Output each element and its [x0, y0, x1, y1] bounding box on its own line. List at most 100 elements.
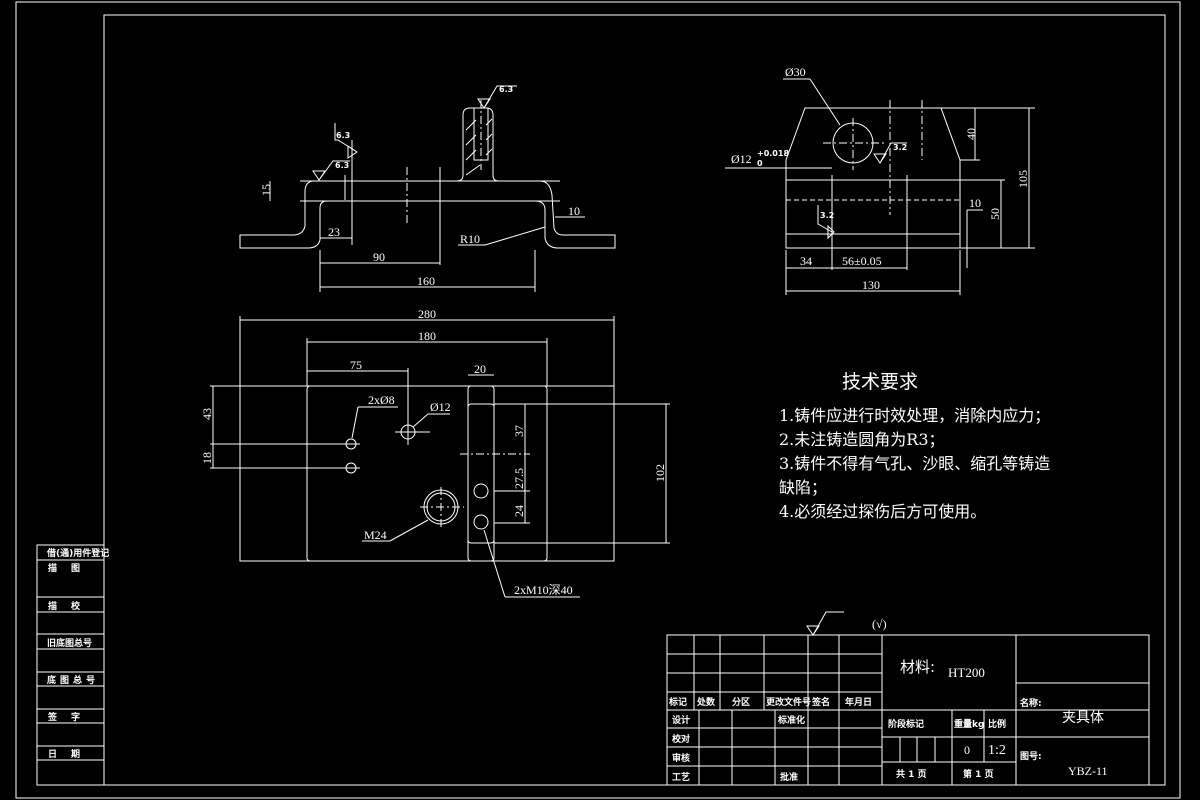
role-design: 设计 — [672, 714, 690, 726]
scale-label: 比例 — [988, 718, 1006, 730]
top-slot-inner — [467, 403, 495, 544]
side-strip-frame — [36, 544, 105, 786]
stage-label: 阶段标记 — [888, 718, 924, 730]
role-check: 校对 — [672, 733, 690, 745]
drawing-no-label: 图号: — [1020, 751, 1042, 762]
dim-r10: R10 — [460, 232, 480, 246]
m10-hole-2 — [473, 514, 489, 530]
dim-37: 37 — [512, 425, 526, 437]
tech-requirement-4: 4.必须经过探伤后方可使用。 — [779, 502, 987, 521]
dim-180: 180 — [418, 329, 436, 343]
material-value: HT200 — [948, 665, 985, 680]
dim-24: 24 — [512, 505, 526, 517]
tech-requirement-1: 1.铸件应进行时效处理，消除内应力； — [779, 406, 1051, 425]
dim-bore: Ø30 — [785, 65, 806, 79]
dim-130: 130 — [862, 278, 880, 292]
side-view: Ø30 Ø12 +0.018 0 40 105 50 10 34 56±0.05… — [725, 65, 1035, 295]
hdr-zone: 分区 — [732, 696, 750, 708]
top-inner-rect — [306, 385, 548, 562]
total-pages: 共 1 页 — [896, 768, 927, 780]
dim-20: 20 — [474, 362, 486, 376]
strip-label-4: 底图总号 — [47, 674, 99, 686]
roughness-value-1: 6.3 — [335, 161, 349, 170]
callout-12: Ø12 — [430, 400, 451, 414]
inner-frame — [103, 14, 1166, 786]
dim-280: 280 — [418, 307, 436, 321]
dim-75: 75 — [350, 358, 362, 372]
role-process: 工艺 — [672, 771, 690, 783]
front-view-outline — [239, 107, 616, 249]
dim-18: 18 — [200, 452, 214, 464]
top-view: 280 180 75 20 43 18 102 37 27.5 24 2xØ8 … — [200, 307, 670, 598]
dim-pin-hole: Ø12 — [731, 152, 752, 166]
dim-23: 23 — [328, 225, 340, 239]
dim-10-side: 10 — [969, 196, 981, 210]
tech-requirement-2: 2.未注铸造圆角为R3； — [779, 430, 945, 449]
hdr-change-doc: 更改文件号 — [766, 696, 811, 708]
standardize-label: 标准化 — [777, 714, 805, 726]
dim-43: 43 — [200, 408, 214, 420]
callout-2x8-leader — [351, 406, 359, 439]
roughness-value-5: 3.2 — [820, 211, 834, 220]
roughness-symbol-3 — [477, 85, 517, 109]
dim-pin-tol-upper: +0.018 — [757, 149, 789, 158]
general-roughness-note: (√) — [872, 617, 887, 631]
dim-27-5: 27.5 — [512, 468, 526, 489]
callout-m24-leader — [389, 519, 429, 542]
hdr-mark: 标记 — [668, 696, 687, 708]
roughness-value-3: 6.3 — [499, 85, 513, 94]
m10-hole-1 — [473, 483, 489, 499]
title-block: 标记 处数 分区 更改文件号 签名 年月日 设计 校对 审核 工艺 标准化 批准… — [666, 634, 1150, 786]
roughness-value-4: 3.2 — [893, 143, 907, 152]
roughness-symbol-5 — [817, 205, 835, 240]
hdr-sign: 签名 — [811, 696, 830, 708]
strip-label-2: 描校 — [48, 600, 94, 612]
strip-label-5: 签字 — [47, 711, 94, 723]
approve-label: 批准 — [780, 771, 798, 783]
strip-label-0: 借(通)用件登记 — [46, 547, 109, 559]
dim-15: 15 — [259, 184, 273, 196]
front-view: 15 23 90 160 10 R10 6.3 6.3 6.3 — [239, 85, 616, 292]
weight-value: 0 — [964, 743, 970, 757]
top-view-outline — [239, 385, 615, 562]
callout-12-leader — [412, 413, 429, 428]
part-name: 夹具体 — [1062, 710, 1104, 726]
dim-90: 90 — [373, 250, 385, 264]
roughness-symbol-1 — [312, 160, 350, 181]
strip-label-6: 日期 — [48, 748, 94, 760]
weight-label: 重量kg — [954, 718, 984, 730]
dim-10: 10 — [568, 204, 580, 218]
strip-label-3: 旧底图总号 — [47, 637, 92, 649]
tech-requirement-3-cont: 缺陷； — [779, 478, 828, 497]
callout-m10-leader — [483, 529, 506, 598]
dim-pin-tol-lower: 0 — [757, 159, 763, 168]
dim-40: 40 — [964, 128, 978, 140]
dim-56: 56±0.05 — [842, 254, 882, 268]
tech-requirement-3: 3.铸件不得有气孔、沙眼、缩孔等铸造 — [779, 454, 1051, 473]
dim-105: 105 — [1016, 170, 1030, 188]
hdr-count: 处数 — [696, 696, 716, 708]
general-roughness-symbol — [806, 611, 844, 636]
top-slot — [467, 385, 495, 562]
material-label: 材料: — [900, 658, 935, 676]
side-strip: 借(通)用件登记 描图 描校 旧底图总号 底图总号 签字 日期 — [36, 544, 109, 786]
front-hatch — [465, 118, 493, 176]
r10-leader — [484, 226, 546, 246]
drawing-no: YBZ-11 — [1068, 764, 1108, 778]
hdr-date: 年月日 — [845, 696, 872, 708]
name-label: 名称: — [1020, 697, 1042, 709]
roughness-symbol-4 — [873, 142, 907, 164]
scale-value: 1:2 — [988, 743, 1006, 758]
tech-requirements-title: 技术要求 — [842, 371, 919, 393]
bore-leader — [809, 78, 841, 126]
dim-50: 50 — [988, 208, 1002, 220]
dim-34: 34 — [800, 254, 812, 268]
tech-requirements-list: 1.铸件应进行时效处理，消除内应力； 2.未注铸造圆角为R3； 3.铸件不得有气… — [779, 404, 1050, 524]
dim-160: 160 — [417, 274, 435, 288]
callout-m24: M24 — [364, 528, 387, 542]
side-view-outline — [785, 107, 961, 249]
callout-2x8: 2xØ8 — [368, 393, 395, 407]
roughness-value-2: 6.3 — [336, 131, 350, 140]
outer-border — [15, 1, 1181, 799]
